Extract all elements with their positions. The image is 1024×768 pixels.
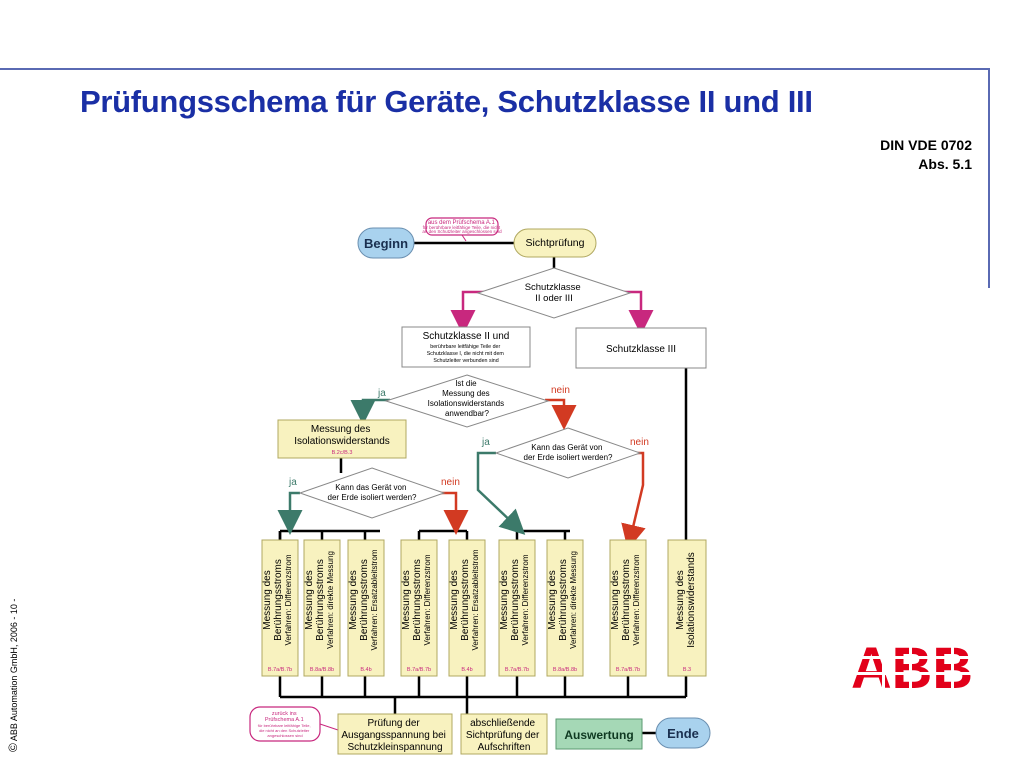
measurement-column: Messung desBerührungsstromsVerfahren: Di… [400,539,438,677]
arrow-earth1-no [436,491,469,535]
start-label: Beginn [364,236,408,251]
measurement-column-ref: B.4b [360,667,371,673]
arrow-class2 [450,290,488,335]
measurement-column: Messung desBerührungsstromsVerfahren: Di… [609,539,647,677]
measurement-column-box [667,539,707,677]
measurement-columns: Messung desBerührungsstromsVerfahren: Di… [261,539,707,677]
measurement-column-text: Messung desBerührungsstromsVerfahren: Di… [262,554,293,645]
measurement-column-text: Messung desBerührungsstromsVerfahren: Er… [348,549,379,650]
decision-insulation-applicable [384,374,550,428]
arrow-class3 [622,290,654,335]
abb-logo-graphic: ABB [851,642,973,690]
measurement-column-box [498,539,536,677]
label-yes-2: ja [288,477,297,488]
visual-check-box [513,228,597,258]
slide-frame-right [988,68,990,288]
arrow-earth2-no [621,451,646,550]
arrow-earth2-yes [476,451,526,535]
measurement-column-text: Messung desBerührungsstromsVerfahren: di… [547,551,578,649]
measurement-column-box [347,539,385,677]
measurement-column-ref: B.7a/B.7b [616,667,640,673]
measurement-column-box [400,539,438,677]
measurement-column-text: Messung desBerührungsstromsVerfahren: Di… [610,554,641,645]
measurement-column-text: Messung desBerührungsstromsVerfahren: di… [304,551,335,649]
arrow-earth1-yes [277,491,303,535]
measurement-column: Messung desBerührungsstromsVerfahren: Er… [448,539,486,677]
measurement-column-ref: B.4b [461,667,472,673]
decision-protection-class [476,267,632,319]
measurement-column-box [303,539,341,677]
measurement-column-ref: B.8a/B.8b [310,667,334,673]
label-no-1: nein [551,385,570,396]
note-top-text: aus dem Prüfschema A.1 für berührbare le… [422,220,502,234]
box-insulation-measurement [277,419,407,459]
start-terminal [357,227,415,259]
decision-protection-class-text: Schutzklasse II oder III [525,282,584,304]
decision-insulation-text: Ist die Messung des Isolationswiderstand… [428,379,507,418]
abb-logo: ABB [851,642,975,695]
measurement-column-text: Messung desBerührungsstromsVerfahren: Di… [401,554,432,645]
end-label: Ende [667,726,699,741]
box-class3 [575,327,707,369]
visual-check-label: Sichtprüfung [526,237,585,249]
slide-title: Prüfungsschema für Geräte, Schutzklasse … [80,84,813,119]
decision-earth-1 [298,467,446,519]
measurement-column: Messung desBerührungsstromsVerfahren: di… [303,539,341,677]
measurement-column: Messung desBerührungsstromsVerfahren: Di… [498,539,536,677]
decision-earth-2-text: Kann das Gerät von der Erde isoliert wer… [524,443,613,462]
label-yes-3: ja [481,437,490,448]
box-evaluation [555,718,643,750]
measurement-column: Messung desBerührungsstromsVerfahren: di… [546,539,584,677]
slide-frame-top [0,68,990,70]
measurement-column-text: Messung desBerührungsstromsVerfahren: Er… [449,549,480,650]
box-insulation-text: Messung des Isolationswiderstands [294,424,390,447]
label-no-3: nein [630,437,649,448]
measurement-column-box [609,539,647,677]
decision-earth-1-text: Kann das Gerät von der Erde isoliert wer… [328,483,417,502]
measurement-column-box [546,539,584,677]
measurement-column-ref: B.3 [683,667,691,673]
standard-line-1: DIN VDE 0702 [880,137,972,153]
measurement-column-text: Messung desBerührungsstromsVerfahren: Di… [499,554,530,645]
end-terminal [655,717,711,749]
label-yes-1: ja [377,388,386,399]
label-no-2: nein [441,477,460,488]
arrow-insulation-no [545,398,577,430]
standard-line-2: Abs. 5.1 [918,156,972,172]
measurement-column-box [261,539,299,677]
box-class2 [401,326,531,368]
standard-reference: DIN VDE 0702 Abs. 5.1 [880,136,972,174]
box-final-check-text: abschließende Sichtprüfung der Aufschrif… [466,718,542,753]
box-class3-label: Schutzklasse III [606,344,676,355]
box-output-voltage [337,713,453,755]
box-class2-title: Schutzklasse II und [423,331,510,342]
measurement-column: Messung desBerührungsstromsVerfahren: Er… [347,539,385,677]
box-insulation-ref: B.2c/B.3 [332,450,353,456]
measurement-column-ref: B.7a/B.7b [407,667,431,673]
box-class2-sub: berührbare leitfähige Teile der Schutzkl… [427,344,506,364]
box-final-visual-check [460,713,548,755]
measurement-column-text: Messung desIsolationswiderstands [675,552,697,648]
decision-earth-2 [494,427,642,479]
note-bottom-text: zurück ins Prüfschema A.1 für berührbare… [258,711,312,738]
box-output-voltage-text: Prüfung der Ausgangsspannung bei Schutzk… [341,718,448,753]
measurement-column: Messung desBerührungsstromsVerfahren: Di… [261,539,299,677]
measurement-column-ref: B.8a/B.8b [553,667,577,673]
arrow-insulation-yes [350,398,390,425]
measurement-column-ref: B.7a/B.7b [505,667,529,673]
measurement-column-box [448,539,486,677]
measurement-column-ref: B.7a/B.7b [268,667,292,673]
evaluation-label: Auswertung [564,728,633,742]
